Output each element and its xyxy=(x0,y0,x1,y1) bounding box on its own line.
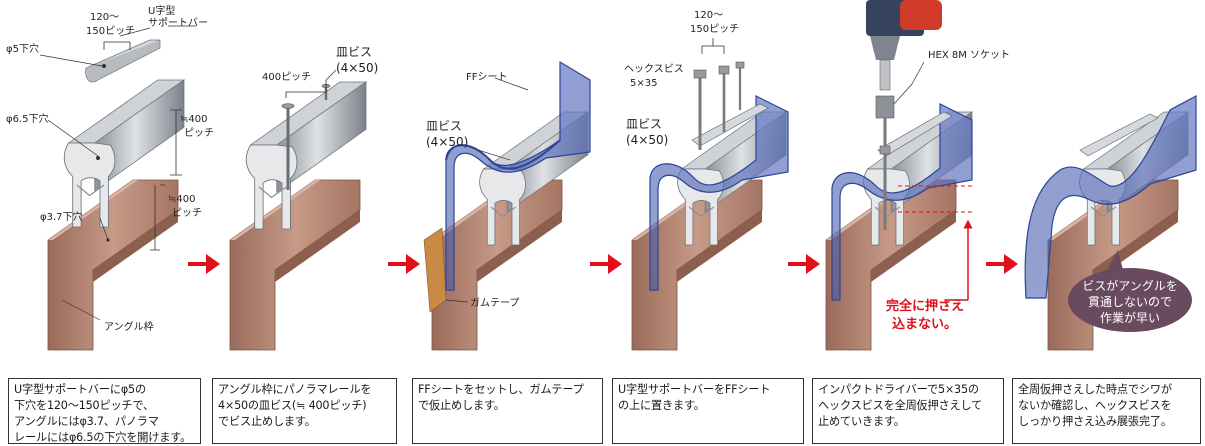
step1-hole37-label: φ3.7下穴 xyxy=(40,210,83,223)
arrow-step4-to-5 xyxy=(788,254,820,274)
arrow-step5-to-6 xyxy=(986,254,1018,274)
step2-screw-label: 皿ビス(4×50) xyxy=(336,45,378,75)
caption-step3: FFシートをセットし、ガムテープ で仮止めします。 xyxy=(412,378,603,444)
caption-step4: U字型サポートバーをFFシート の上に置きます。 xyxy=(612,378,804,444)
caption-step2-text: アングル枠にパノラマレールを 4×50の皿ビス(≒ 400ピッチ) でビス止めし… xyxy=(218,383,372,428)
caption-step4-text: U字型サポートバーをFFシート の上に置きます。 xyxy=(618,383,771,412)
hex-screws xyxy=(693,61,745,150)
ff-sheet-final xyxy=(1024,94,1197,299)
caption-step2: アングル枠にパノラマレールを 4×50の皿ビス(≒ 400ピッチ) でビス止めし… xyxy=(212,378,397,444)
caption-step6-text: 全周仮押さえした時点でシワが ないか確認し、ヘックスビスを しっかり押さえ込み展… xyxy=(1018,383,1172,428)
step3-illustration: FFシート 皿ビス(4×50) ガムテープ xyxy=(423,60,591,351)
step3-ff-label: FFシート xyxy=(466,72,508,83)
step2-pitch400-label: 400ピッチ xyxy=(262,71,311,83)
step4-screw-label: 皿ビス(4×50) xyxy=(626,117,668,147)
gum-tape xyxy=(423,227,447,313)
step1-pitch-label: 120～150ピッチ xyxy=(86,12,135,37)
step5-callout: 完全に押さえ込まない。 xyxy=(886,298,964,332)
caption-step5-text: インパクトドライバーで5×35の ヘックスビスを全周仮押さえして 止めていきます… xyxy=(818,383,983,428)
caption-step1: U字型サポートバーにφ5の 下穴を120～150ピッチで、 アングルにはφ3.7… xyxy=(8,378,201,444)
step5-illustration: HEX 8M ソケット 完全に押さえ込まない。 xyxy=(825,0,1010,351)
step1-hole65-label: φ6.5下穴 xyxy=(6,112,49,125)
arrow-step2-to-3 xyxy=(388,254,420,274)
impact-driver xyxy=(866,0,942,230)
caption-step3-text: FFシートをセットし、ガムテープ で仮止めします。 xyxy=(418,383,584,412)
caption-step6: 全周仮押さえした時点でシワが ないか確認し、ヘックスビスを しっかり押さえ込み展… xyxy=(1012,378,1201,444)
step2-illustration: 400ピッチ 皿ビス(4×50) xyxy=(229,45,378,351)
caption-step1-text: U字型サポートバーにφ5の 下穴を120～150ピッチで、 アングルにはφ3.7… xyxy=(14,383,192,444)
step3-tape-label: ガムテープ xyxy=(470,297,519,309)
step4-pitch-label: 120～150ピッチ xyxy=(690,10,739,35)
step6-bubble-text: ビスがアングルを貫通しないので作業が早い xyxy=(1082,278,1178,325)
step5-socket-label: HEX 8M ソケット xyxy=(928,49,1010,61)
step3-screw-label: 皿ビス(4×50) xyxy=(426,119,468,149)
arrow-step3-to-4 xyxy=(590,254,622,274)
step6-bubble xyxy=(1068,268,1192,332)
u-support-bar-placed xyxy=(691,103,769,147)
step1-hole5-label: φ5下穴 xyxy=(6,42,39,55)
step6-illustration: ビスがアングルを貫通しないので作業が早い xyxy=(1024,94,1197,351)
step1-angle-label: アングル枠 xyxy=(104,320,154,333)
caption-step5: インパクトドライバーで5×35の ヘックスビスを全周仮押さえして 止めていきます… xyxy=(812,378,1004,444)
step1-support-bar-label: U字型サポートバー xyxy=(148,4,208,29)
arrow-step1-to-2 xyxy=(188,254,220,274)
